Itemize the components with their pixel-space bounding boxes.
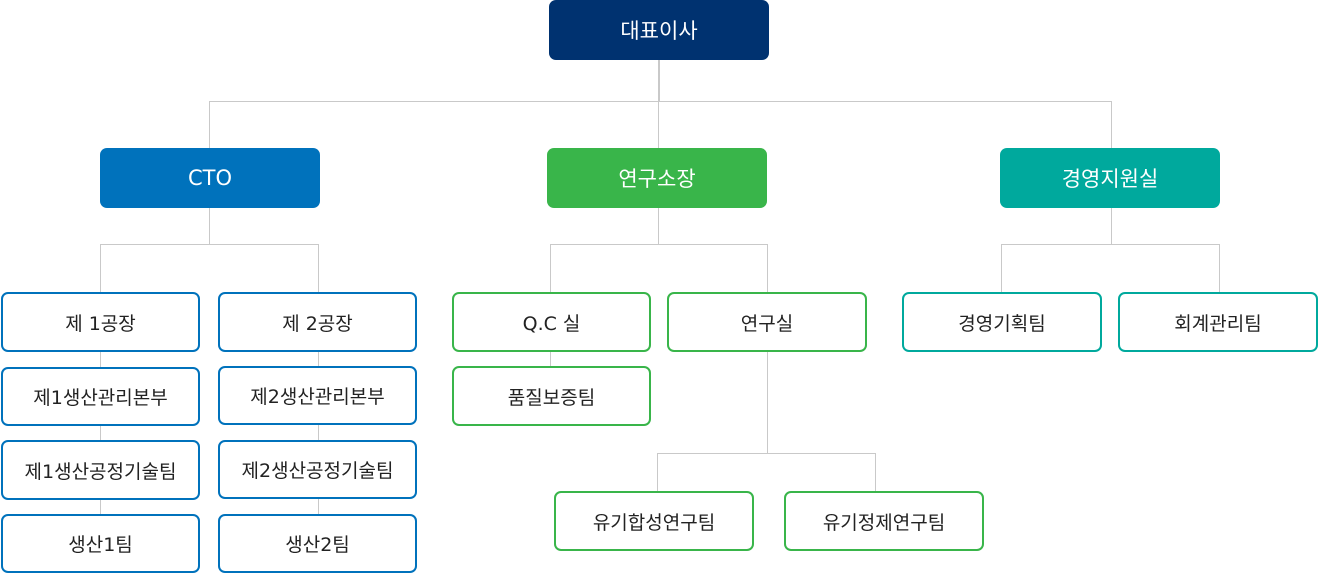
- node-production-team-1: 생산1팀: [1, 514, 200, 573]
- node-plant1-process-engineering: 제1생산공정기술팀: [1, 440, 200, 500]
- node-qc-office: Q.C 실: [452, 292, 651, 352]
- connector-lab-down: [767, 350, 768, 454]
- connector-research-horizontal: [550, 244, 768, 245]
- node-plant2-production-management: 제2생산관리본부: [218, 366, 417, 425]
- node-management-planning-team: 경영기획팀: [902, 292, 1102, 352]
- node-plant1: 제 1공장: [1, 292, 200, 352]
- connector-to-qc: [550, 244, 551, 293]
- connector-to-plant1: [100, 244, 101, 293]
- node-plant2-process-engineering: 제2생산공정기술팀: [218, 440, 417, 499]
- node-accounting-team: 회계관리팀: [1118, 292, 1318, 352]
- node-quality-assurance-team: 품질보증팀: [452, 366, 651, 426]
- connector-to-planning: [1001, 244, 1002, 293]
- connector-management-horizontal: [1001, 244, 1220, 245]
- node-organic-purification-team: 유기정제연구팀: [784, 491, 984, 551]
- node-organic-synthesis-team: 유기합성연구팀: [554, 491, 754, 551]
- connector-management-down: [1111, 207, 1112, 245]
- connector-qc-stack: [550, 350, 551, 368]
- node-ceo: 대표이사: [549, 0, 769, 60]
- connector-research-down: [658, 207, 659, 245]
- connector-cto-horizontal: [100, 244, 319, 245]
- node-production-team-2: 생산2팀: [218, 514, 417, 573]
- connector-to-purification: [875, 453, 876, 492]
- connector-cto-down: [209, 207, 210, 245]
- node-research-lab: 연구실: [667, 292, 867, 352]
- connector-to-cto: [209, 101, 210, 149]
- connector-lab-horizontal: [657, 453, 876, 454]
- connector-to-research: [658, 101, 659, 149]
- connector-to-synthesis: [657, 453, 658, 492]
- node-plant1-production-management: 제1생산관리본부: [1, 367, 200, 426]
- connector-level1-horizontal: [209, 101, 1112, 102]
- node-research-director: 연구소장: [547, 148, 767, 208]
- connector-to-management: [1111, 101, 1112, 149]
- connector-plant2-stack: [318, 350, 319, 516]
- node-cto: CTO: [100, 148, 320, 208]
- connector-to-lab: [767, 244, 768, 293]
- node-management-support: 경영지원실: [1000, 148, 1220, 208]
- connector-plant1-stack: [100, 350, 101, 516]
- connector-to-accounting: [1219, 244, 1220, 293]
- connector-ceo-down: [658, 60, 660, 102]
- connector-to-plant2: [318, 244, 319, 293]
- node-plant2: 제 2공장: [218, 292, 417, 352]
